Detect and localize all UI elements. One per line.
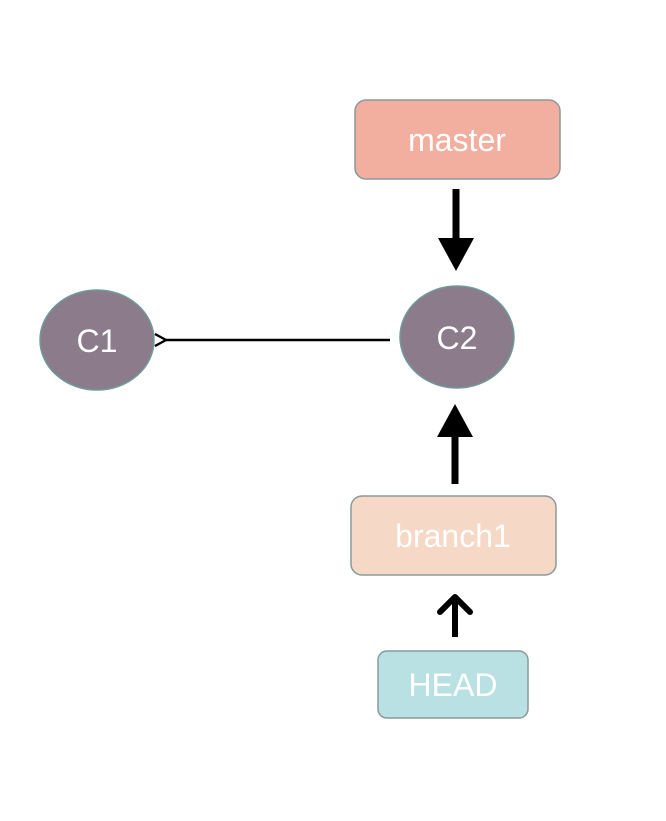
commit-c1-node: C1 bbox=[39, 289, 155, 391]
edge-master-to-c2 bbox=[438, 189, 474, 271]
branch1-ref-box: branch1 bbox=[350, 495, 557, 576]
commit-c1-label: C1 bbox=[77, 323, 118, 359]
branch1-ref-label: branch1 bbox=[395, 518, 511, 554]
edge-head-to-branch1 bbox=[437, 594, 473, 637]
head-ref-label: HEAD bbox=[409, 667, 498, 703]
commit-c2-node: C2 bbox=[399, 285, 515, 389]
master-ref-label: master bbox=[408, 122, 506, 158]
edge-branch1-to-c2 bbox=[437, 404, 473, 484]
master-ref-box: master bbox=[354, 99, 561, 180]
commit-c2-label: C2 bbox=[437, 320, 478, 356]
head-ref-box: HEAD bbox=[377, 650, 529, 719]
